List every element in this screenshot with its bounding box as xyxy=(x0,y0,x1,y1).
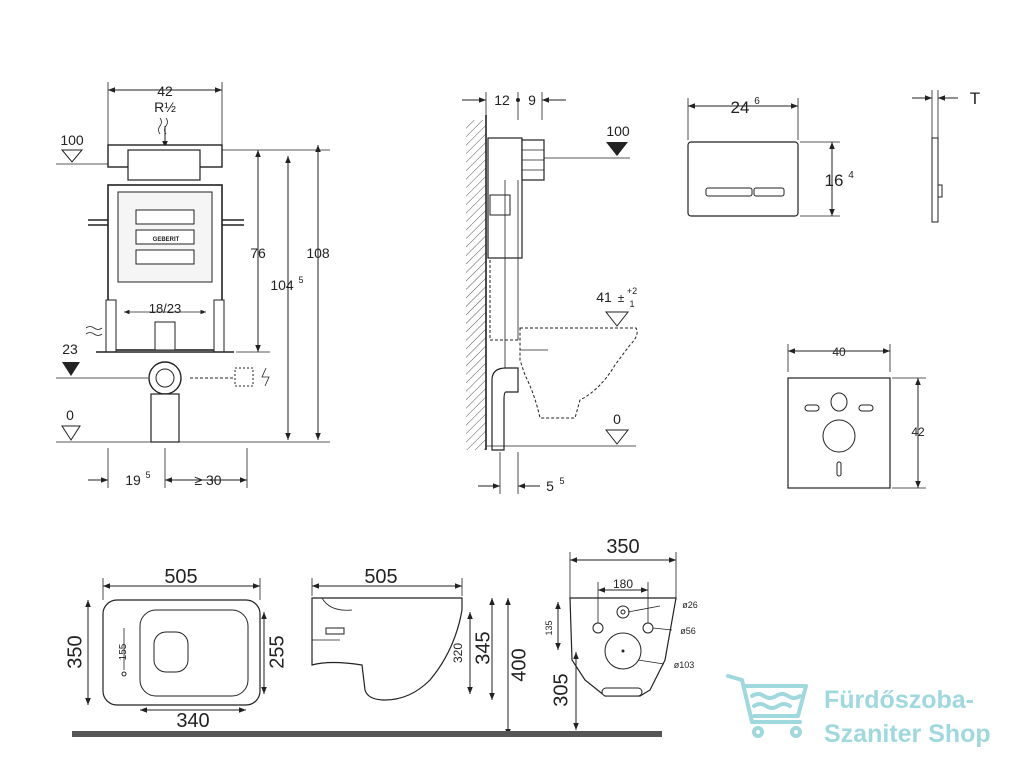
bowl-top-view: 505 155 350 255 340 xyxy=(64,566,288,732)
side-level-0: 0 xyxy=(613,411,621,427)
height-76-label: 76 xyxy=(250,245,266,261)
seat-tol-plus: +2 xyxy=(627,286,637,296)
flush-plate-side: T xyxy=(912,89,980,223)
back-spacing-label: 180 xyxy=(613,577,633,591)
bolt-spacing-label: 18/23 xyxy=(149,301,182,316)
top-width-label: 350 xyxy=(64,635,86,668)
side-depth-9: 9 xyxy=(528,92,536,108)
back-d103-label: ø103 xyxy=(674,660,695,670)
side-offset-5: 5 xyxy=(546,478,554,494)
back-width-label: 350 xyxy=(606,536,639,558)
pad-height-label: 42 xyxy=(911,425,925,439)
side-offset-5-sup: 5 xyxy=(559,476,564,486)
top-length-label: 505 xyxy=(164,566,197,588)
frame-level-23: 23 xyxy=(62,341,78,357)
top-bottom-label: 340 xyxy=(176,710,209,732)
min-30-label: ≥ 30 xyxy=(194,472,221,488)
plate-width-sup: 6 xyxy=(754,96,760,107)
side-view: 12 9 100 41 ± +2 1 0 5 xyxy=(462,92,638,494)
seat-tol-minus: 1 xyxy=(629,299,634,309)
frame-level-0: 0 xyxy=(66,407,74,423)
plate-height-label: 16 xyxy=(825,171,844,190)
plate-width-label: 24 xyxy=(731,98,750,117)
height-104-sup: 5 xyxy=(298,275,303,285)
top-hole-label: 155 xyxy=(118,643,129,660)
back-d26-label: ø26 xyxy=(682,600,698,610)
bowl-side-view: 505 320 345 400 xyxy=(311,566,530,736)
side-h400-label: 400 xyxy=(508,648,530,681)
back-d56-label: ø56 xyxy=(680,626,696,636)
frame-width-label: 42 xyxy=(157,83,173,99)
wall-pad: 40 42 xyxy=(787,344,926,489)
height-108-label: 108 xyxy=(306,245,330,261)
side-depth-12: 12 xyxy=(494,92,510,108)
brand-label: GEBERIT xyxy=(153,237,180,243)
height-104-label: 104 xyxy=(270,277,294,293)
frame-front-view: 42 R½ 100 GEBERIT 18/23 23 xyxy=(56,82,330,488)
watermark-line1: Fürdőszoba- xyxy=(824,686,974,714)
seat-tol-pm: ± xyxy=(618,291,625,305)
pad-width-label: 40 xyxy=(832,345,846,359)
frame-level-100: 100 xyxy=(60,132,84,148)
floor-bar xyxy=(72,731,662,737)
back-h135-label: 135 xyxy=(544,620,554,635)
side-length-label: 505 xyxy=(364,566,397,588)
seat-height-label: 41 xyxy=(596,289,612,305)
side-h320-label: 320 xyxy=(451,643,465,663)
side-h345-label: 345 xyxy=(472,631,494,664)
back-h305-label: 305 xyxy=(550,673,572,706)
side-level-100: 100 xyxy=(606,123,630,139)
bowl-back-view: 350 180 ø26 ø56 ø103 135 305 xyxy=(544,536,698,730)
watermark: Fürdőszoba- Szaniter Shop xyxy=(726,674,991,748)
offset-19-sup: 5 xyxy=(145,470,150,480)
watermark-line2: Szaniter Shop xyxy=(824,720,991,748)
offset-19-label: 19 xyxy=(125,472,141,488)
connection-label: R½ xyxy=(154,99,176,115)
flush-plate-front: 24 6 16 4 xyxy=(687,96,854,217)
plate-height-sup: 4 xyxy=(848,170,854,181)
top-inner-width-label: 255 xyxy=(266,635,288,668)
cart-icon xyxy=(726,674,808,738)
plate-thickness-label: T xyxy=(970,89,980,108)
